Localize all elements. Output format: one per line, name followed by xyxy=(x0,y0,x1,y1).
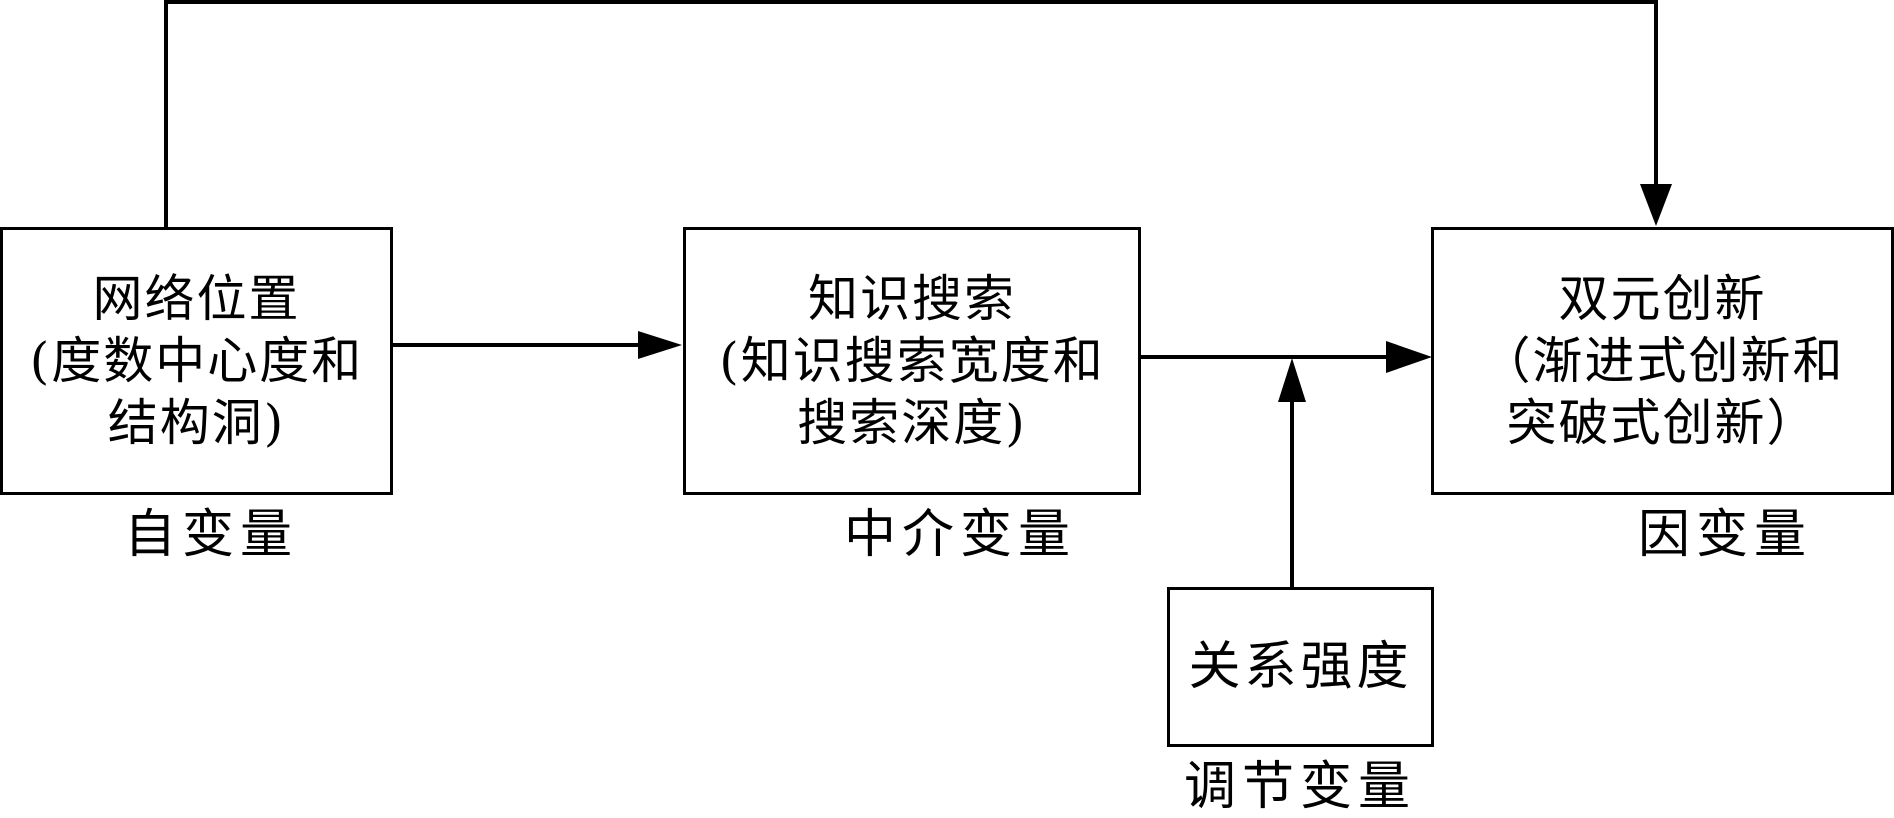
dependent-variable-detail-line1: （渐进式创新和 xyxy=(1480,332,1845,390)
moderator-variable-title: 关系强度 xyxy=(1188,637,1413,697)
moderator-variable-box: 关系强度 xyxy=(1167,587,1434,747)
independent-variable-title: 网络位置 xyxy=(92,270,301,328)
dependent-variable-caption: 因变量 xyxy=(1637,505,1812,565)
moderator-variable-caption: 调节变量 xyxy=(1183,757,1416,817)
mediator-variable-box: 知识搜索 (知识搜索宽度和 搜索深度) xyxy=(683,227,1141,495)
dependent-variable-detail-line2: 突破式创新） xyxy=(1506,394,1819,452)
independent-variable-detail-line1: (度数中心度和 xyxy=(29,332,364,390)
independent-variable-detail-line2: 结构洞) xyxy=(107,394,286,452)
mediator-variable-detail-line2: 搜索深度) xyxy=(797,394,1027,452)
mediator-to-dependent-arrow xyxy=(1140,341,1432,373)
direct-effect-arrow xyxy=(164,0,1672,228)
independent-variable-box: 网络位置 (度数中心度和 结构洞) xyxy=(0,227,393,495)
independent-to-mediator-arrow xyxy=(391,331,682,359)
dependent-variable-title: 双元创新 xyxy=(1558,270,1767,328)
independent-variable-caption: 自变量 xyxy=(123,505,298,565)
dependent-variable-box: 双元创新 （渐进式创新和 突破式创新） xyxy=(1431,227,1894,495)
mediator-variable-caption: 中介变量 xyxy=(843,505,1076,565)
moderator-arrow xyxy=(1278,358,1306,588)
mediator-variable-detail-line1: (知识搜索宽度和 xyxy=(719,332,1105,390)
mediator-variable-title: 知识搜索 xyxy=(808,270,1016,328)
